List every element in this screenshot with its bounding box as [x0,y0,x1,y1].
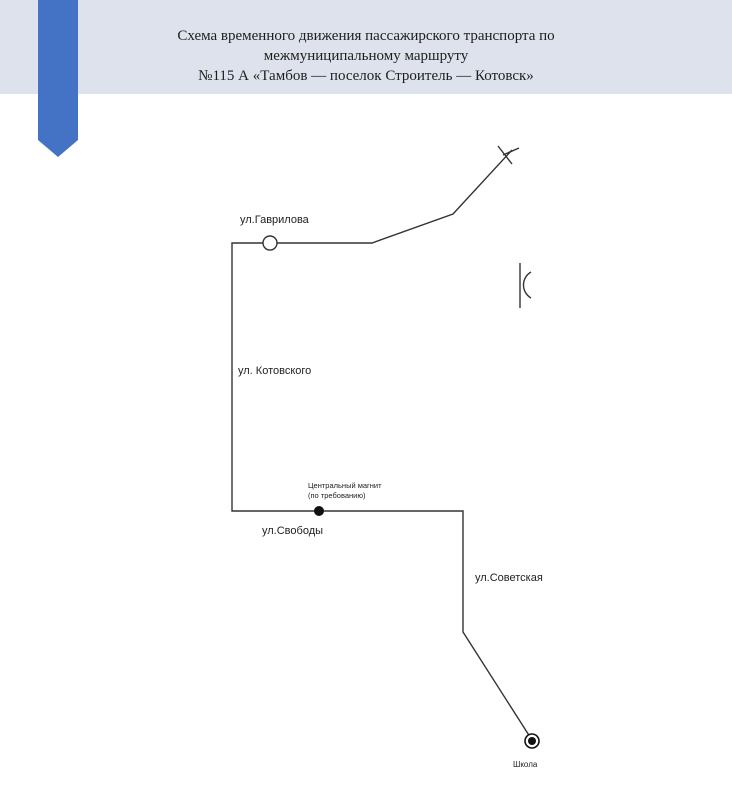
route-end-cross-icon [497,145,520,165]
street-label-svobody: ул.Свободы [262,525,323,537]
stop-label-school: Школа [513,760,538,769]
header-band [0,0,732,94]
compass-icon [519,263,532,308]
title-line-3: №115 А «Тамбов — поселок Строитель — Кот… [198,68,534,84]
route-line [231,149,533,741]
stop-school-icon [524,733,540,749]
stop-label-central-magnit: Центральный магнит [308,481,382,490]
stop-label-central-magnit-note: (по требованию) [308,491,366,500]
street-label-gavrilova: ул.Гаврилова [240,214,310,226]
title-line-2: межмуниципальному маршруту [263,48,469,64]
street-label-sovetskaya: ул.Советская [475,572,543,584]
stop-gavrilova-icon [262,235,278,251]
stop-central-magnit-icon [314,506,324,516]
page-title: Схема временного движения пассажирского … [0,26,732,86]
street-label-kotovskogo: ул. Котовского [238,365,311,377]
title-line-1: Схема временного движения пассажирского … [177,28,555,44]
